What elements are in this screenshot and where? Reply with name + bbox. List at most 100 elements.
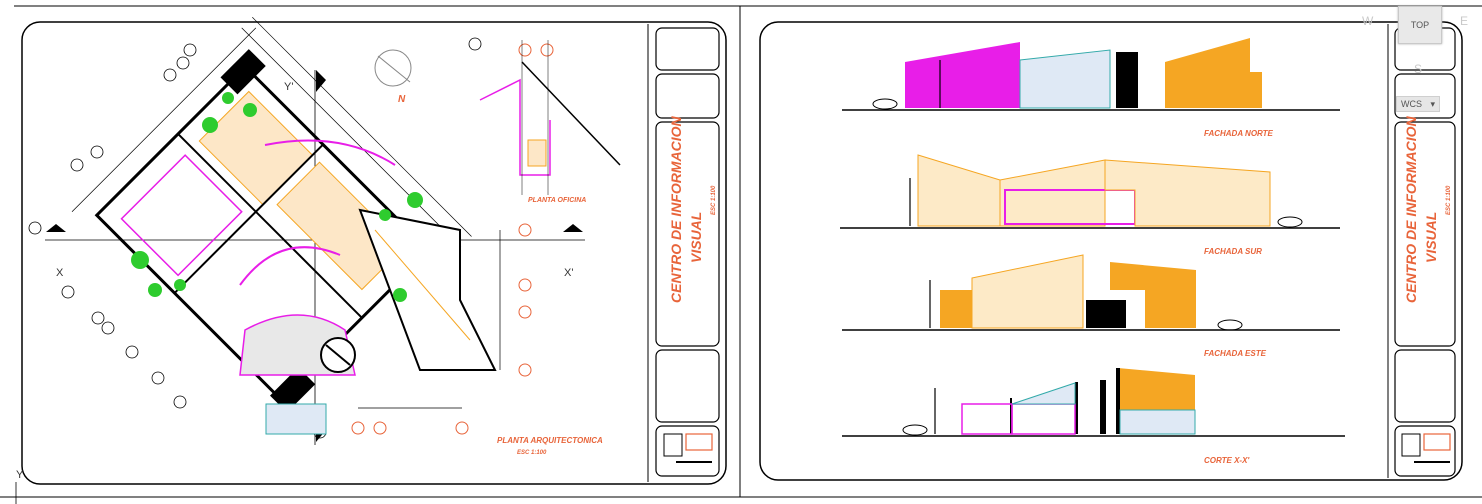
right-project-title-line2: VISUAL <box>1423 212 1439 263</box>
north-glass-facade <box>1019 49 1111 109</box>
right-title-scale: ESC 1:100 <box>1446 185 1452 215</box>
section-roof-glass <box>1011 382 1076 405</box>
title-block-title-cell <box>1394 121 1456 347</box>
section-room-2 <box>1011 403 1076 435</box>
grid-marker <box>351 421 365 435</box>
south-mass-right <box>1104 159 1271 227</box>
grid-markers-orange <box>351 43 554 435</box>
tree-3 <box>243 103 257 117</box>
section-car-icon <box>902 424 928 436</box>
section-xx <box>262 368 1345 437</box>
floor-plan-label: PLANTA ARQUITECTONICA <box>497 436 603 445</box>
plan-east-wing <box>358 208 497 371</box>
plan-room-3 <box>120 154 243 277</box>
viewcube-east[interactable]: E <box>1460 14 1469 28</box>
left-title-block: CENTRO DE INFORMACION VISUAL ESC 1:100 <box>655 27 720 477</box>
office-wall-diagonal <box>521 61 621 166</box>
right-title-block: CENTRO DE INFORMACION VISUAL ESC 1:100 <box>1394 27 1456 477</box>
left-title-scale: ESC 1:100 <box>711 185 717 215</box>
plan-dim-line-top-2 <box>252 17 472 237</box>
plan-outer-wall <box>94 64 432 402</box>
grid-marker <box>61 285 75 299</box>
grid-marker <box>173 395 187 409</box>
viewcube-top-face[interactable]: TOP <box>1398 6 1442 44</box>
north-mass-orange <box>1165 38 1262 108</box>
elevation-label-south: FACHADA SUR <box>1204 247 1262 256</box>
section-wall-1 <box>1010 398 1012 434</box>
east-car-icon <box>1217 319 1243 331</box>
tree-5 <box>148 283 162 297</box>
plan-column-1 <box>220 49 266 95</box>
title-block-cell-3 <box>1394 349 1456 423</box>
north-car-icon <box>872 98 898 110</box>
plan-dim-line-top <box>241 27 462 248</box>
grid-marker <box>518 278 532 292</box>
grid-marker <box>176 56 190 70</box>
logo-mark-icon <box>1423 433 1451 451</box>
tree-1 <box>202 117 218 133</box>
logo-icon <box>1401 433 1421 457</box>
south-mass-left <box>917 154 1001 227</box>
axis-x-right-label: X' <box>564 267 573 279</box>
plan-dim-line-left <box>71 27 257 212</box>
viewcube-south[interactable]: S <box>1414 62 1423 76</box>
tree-7 <box>407 192 423 208</box>
office-plan <box>479 40 621 195</box>
section-wall-2 <box>1075 382 1078 434</box>
left-project-title-line1: CENTRO DE INFORMACION <box>668 115 684 303</box>
tree-4 <box>131 251 149 269</box>
north-dark-core <box>1116 52 1138 108</box>
left-project-title-line2: VISUAL <box>688 212 704 263</box>
plan-curved-corridor <box>264 139 396 166</box>
grid-marker <box>163 68 177 82</box>
plan-stair-line <box>325 344 351 366</box>
elevation-label-east: FACHADA ESTE <box>1204 349 1267 358</box>
section-glass-2 <box>1119 409 1196 435</box>
elevation-south <box>840 154 1340 229</box>
grid-marker <box>518 223 532 237</box>
tree-6 <box>174 279 186 291</box>
axis-x-left-arrow <box>46 224 66 232</box>
section-room-1 <box>961 403 1013 435</box>
title-block-cell-3 <box>655 349 720 423</box>
grid-marker <box>468 37 482 51</box>
grid-marker <box>101 321 115 335</box>
elevation-east <box>842 254 1340 331</box>
logo-mark-icon <box>685 433 713 451</box>
grid-marker <box>125 345 139 359</box>
title-block-title-cell <box>655 121 720 347</box>
south-mass-mid <box>999 159 1106 227</box>
section-wall-4 <box>1116 368 1120 434</box>
office-stair <box>527 139 547 167</box>
title-block-cell-2 <box>1394 73 1456 119</box>
right-sheet-border <box>759 21 1463 481</box>
plan-east-wing-hatch <box>374 229 471 341</box>
north-label: N <box>398 94 406 105</box>
viewcube-west[interactable]: W <box>1362 14 1374 28</box>
chevron-down-icon: ▾ <box>1430 98 1435 109</box>
title-block-cell-1 <box>655 27 720 71</box>
grid-marker <box>518 305 532 319</box>
wcs-menu[interactable]: WCS ▾ <box>1396 96 1440 112</box>
title-block-logo-cell <box>655 425 720 477</box>
title-block-cell-2 <box>655 73 720 119</box>
grid-marker <box>151 371 165 385</box>
east-mass-small <box>940 290 972 328</box>
plan-interior-wall-2 <box>173 143 324 294</box>
spacer-8 <box>262 382 1075 408</box>
grid-marker <box>373 421 387 435</box>
wcs-label: WCS <box>1401 99 1422 109</box>
plan-vegetation <box>131 92 423 302</box>
axis-y-top-label: Y' <box>284 81 293 93</box>
axis-x-right-arrow <box>563 224 583 232</box>
spacer-6 <box>266 386 1075 404</box>
grid-marker <box>518 363 532 377</box>
north-arrow-line <box>377 55 411 83</box>
tree-9 <box>379 209 391 221</box>
plan-column-2 <box>270 367 316 413</box>
right-project-title-line1: CENTRO DE INFORMACION <box>1403 115 1419 303</box>
ucs-corner-label: Y <box>16 469 24 481</box>
elevation-label-north: FACHADA NORTE <box>1204 129 1274 138</box>
section-glass-1 <box>265 403 327 435</box>
